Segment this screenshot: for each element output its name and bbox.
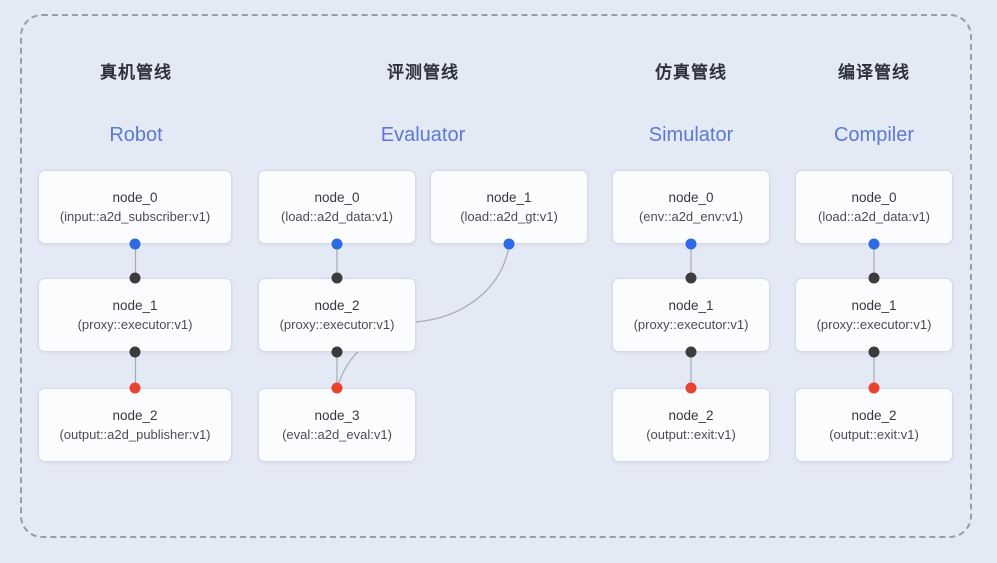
node-type: (proxy::executor:v1) [279,317,395,332]
node-box-compiler-node_0[interactable]: node_0(load::a2d_data:v1) [795,170,953,244]
node-box-evaluator-node_1[interactable]: node_1(load::a2d_gt:v1) [430,170,588,244]
node-name: node_1 [851,298,897,313]
node-name: node_1 [486,190,532,205]
input-port-dot-red[interactable] [129,382,141,394]
node-name: node_2 [314,298,360,313]
pipeline-title-en-robot: Robot [109,124,163,146]
node-box-compiler-node_2[interactable]: node_2(output::exit:v1) [795,388,953,462]
edge-evaluator-n1-n3 [338,245,510,384]
pipeline-title-zh-evaluator: 评测管线 [387,63,459,82]
output-port-dot-dark[interactable] [331,346,343,358]
node-box-evaluator-node_2[interactable]: node_2(proxy::executor:v1) [258,278,416,352]
input-port-dot-red[interactable] [685,382,697,394]
output-port-dot-blue[interactable] [331,238,343,250]
node-name: node_2 [112,408,158,423]
node-name: node_0 [668,190,714,205]
pipeline-title-zh-simulator: 仿真管线 [655,63,727,82]
pipeline-title-en-simulator: Simulator [648,124,734,146]
output-port-dot-blue[interactable] [503,238,515,250]
node-type: (proxy::executor:v1) [77,317,193,332]
pipeline-title-en-evaluator: Evaluator [380,124,466,146]
output-port-dot-blue[interactable] [868,238,880,250]
node-box-evaluator-node_3[interactable]: node_3(eval::a2d_eval:v1) [258,388,416,462]
node-name: node_0 [112,190,158,205]
node-box-simulator-node_0[interactable]: node_0(env::a2d_env:v1) [612,170,770,244]
input-port-dot-red[interactable] [331,382,343,394]
output-port-dot-blue[interactable] [685,238,697,250]
node-name: node_2 [851,408,897,423]
input-port-dot-dark[interactable] [868,272,880,284]
node-type: (input::a2d_subscriber:v1) [59,209,211,224]
node-type: (proxy::executor:v1) [633,317,749,332]
node-name: node_0 [851,190,897,205]
node-name: node_3 [314,408,360,423]
node-box-simulator-node_1[interactable]: node_1(proxy::executor:v1) [612,278,770,352]
output-port-dot-dark[interactable] [685,346,697,358]
node-type: (load::a2d_data:v1) [280,209,394,224]
node-box-robot-node_2[interactable]: node_2(output::a2d_publisher:v1) [38,388,232,462]
node-box-compiler-node_1[interactable]: node_1(proxy::executor:v1) [795,278,953,352]
input-port-dot-red[interactable] [868,382,880,394]
output-port-dot-dark[interactable] [129,346,141,358]
pipeline-title-zh-robot: 真机管线 [100,63,172,82]
dashed-frame [20,14,972,538]
node-type: (output::exit:v1) [646,427,736,442]
node-box-evaluator-node_0[interactable]: node_0(load::a2d_data:v1) [258,170,416,244]
input-port-dot-dark[interactable] [685,272,697,284]
node-box-robot-node_1[interactable]: node_1(proxy::executor:v1) [38,278,232,352]
node-type: (output::exit:v1) [829,427,919,442]
pipeline-title-zh-compiler: 编译管线 [838,63,910,82]
input-port-dot-dark[interactable] [129,272,141,284]
node-type: (proxy::executor:v1) [816,317,932,332]
node-name: node_1 [668,298,714,313]
node-name: node_0 [314,190,360,205]
node-box-robot-node_0[interactable]: node_0(input::a2d_subscriber:v1) [38,170,232,244]
pipeline-title-en-compiler: Compiler [833,124,915,146]
output-port-dot-dark[interactable] [868,346,880,358]
node-type: (load::a2d_gt:v1) [460,209,558,224]
node-name: node_2 [668,408,714,423]
input-port-dot-dark[interactable] [331,272,343,284]
node-type: (load::a2d_data:v1) [817,209,931,224]
node-type: (output::a2d_publisher:v1) [59,427,211,442]
node-name: node_1 [112,298,158,313]
node-box-simulator-node_2[interactable]: node_2(output::exit:v1) [612,388,770,462]
output-port-dot-blue[interactable] [129,238,141,250]
node-type: (eval::a2d_eval:v1) [282,427,392,442]
node-type: (env::a2d_env:v1) [638,209,744,224]
